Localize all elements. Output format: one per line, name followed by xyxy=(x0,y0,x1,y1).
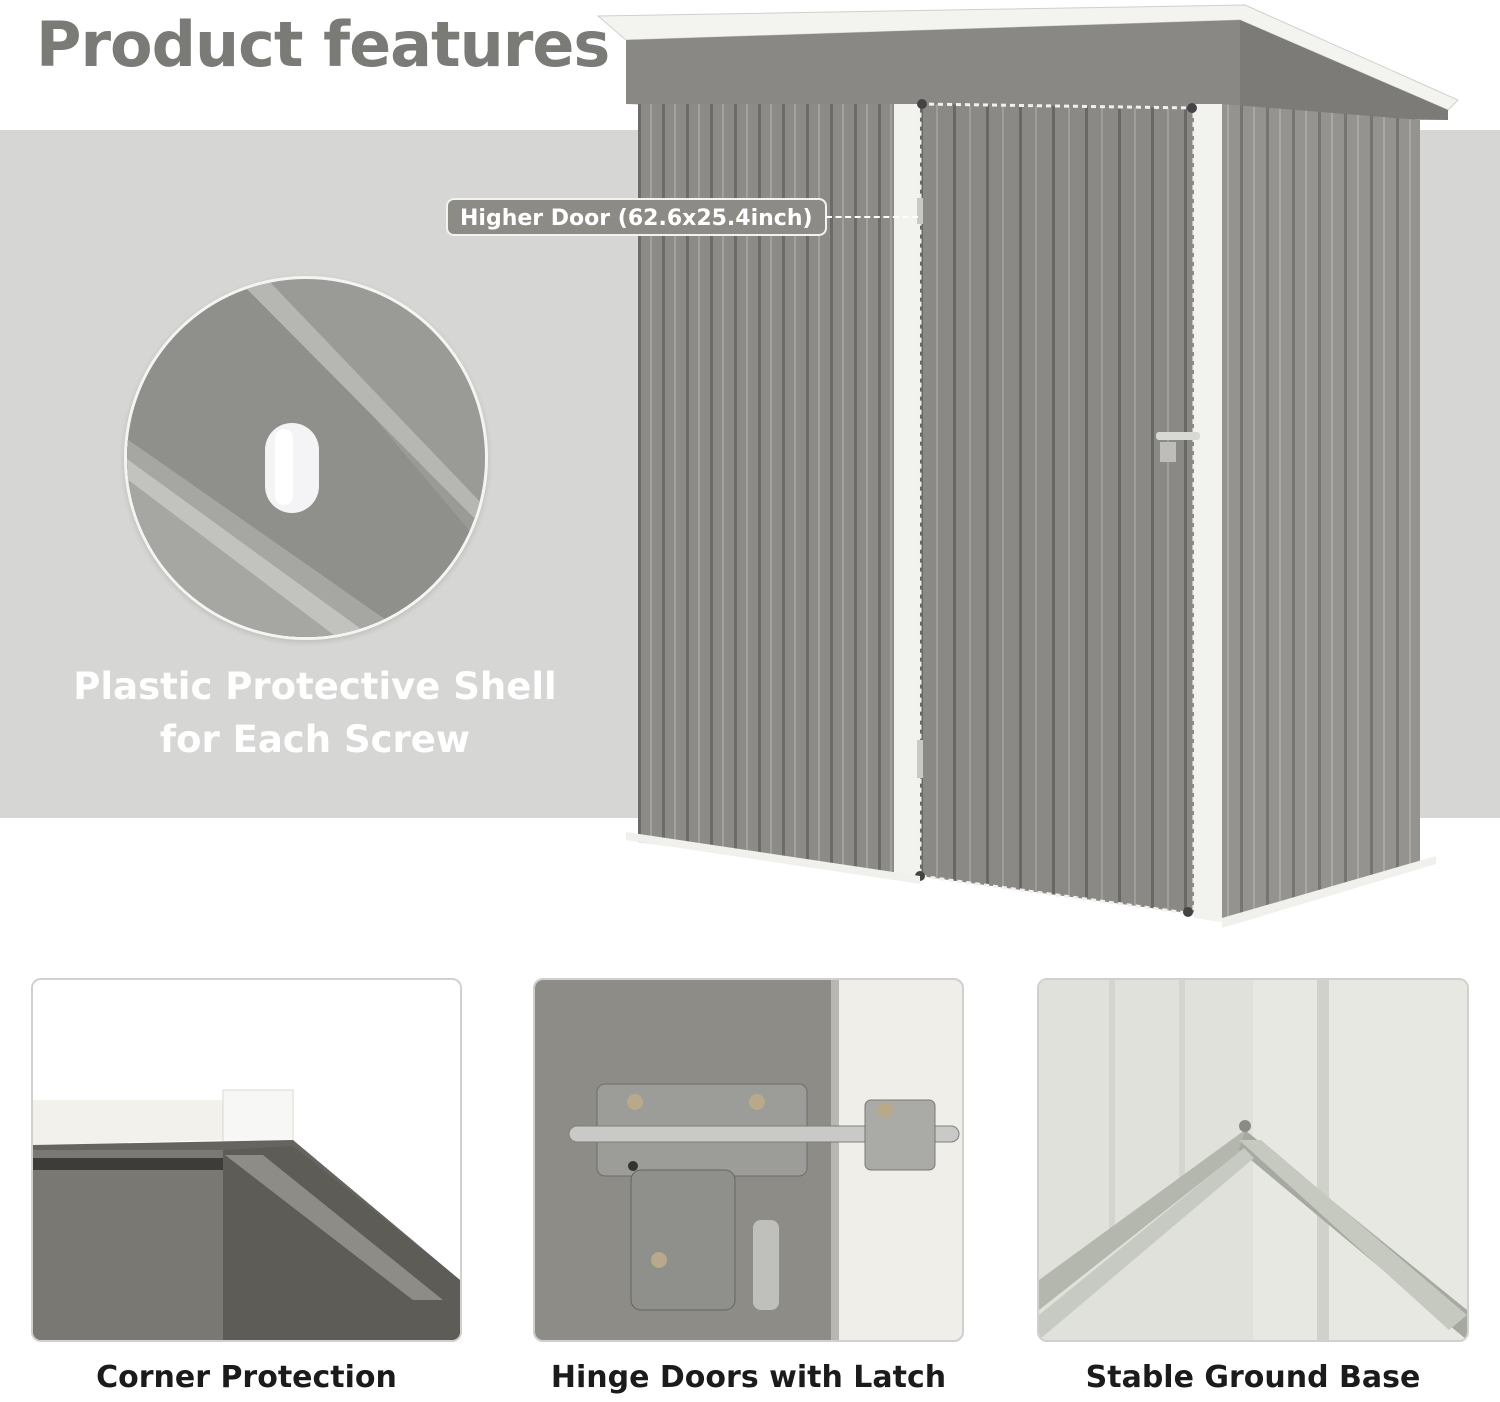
ground-base-label: Stable Ground Base xyxy=(1085,1360,1421,1395)
screw-cap-caption: Plastic Protective Shell for Each Screw xyxy=(60,660,570,766)
shed-image xyxy=(596,4,1459,928)
ground-base-photo xyxy=(1037,978,1469,1342)
door-latch-photo xyxy=(533,978,964,1342)
corner-protection-label: Corner Protection xyxy=(96,1360,397,1395)
callout-leader-line xyxy=(826,216,918,218)
door-latch-label: Hinge Doors with Latch xyxy=(550,1360,947,1395)
screw-caption-line-1: Plastic Protective Shell xyxy=(73,665,557,708)
corner-protection-photo xyxy=(31,978,462,1342)
page-title: Product features xyxy=(36,8,610,81)
door-size-callout: Higher Door (62.6x25.4inch) xyxy=(446,198,827,236)
screw-cap-closeup xyxy=(124,276,488,640)
screw-caption-line-2: for Each Screw xyxy=(159,718,471,761)
